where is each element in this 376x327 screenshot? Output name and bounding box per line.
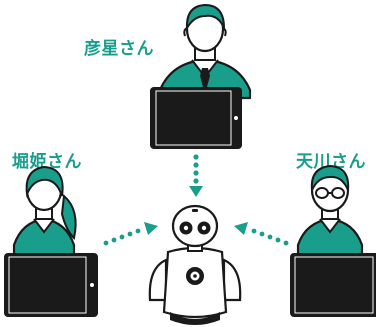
person-left bbox=[4, 165, 98, 317]
label-hikoboshi: 彦星さん bbox=[84, 39, 154, 59]
person-top bbox=[150, 3, 252, 149]
dotted-arrow-icon bbox=[189, 154, 203, 197]
glasses-icon bbox=[315, 187, 345, 199]
telepresence-robot-icon bbox=[148, 204, 242, 325]
woman-with-ponytail-icon bbox=[12, 165, 77, 260]
label-amakawa: 天川さん bbox=[296, 152, 366, 172]
label-horihime: 堀姫さん bbox=[12, 152, 82, 172]
arrow-top bbox=[189, 154, 203, 197]
person-right bbox=[290, 164, 376, 317]
tablet-icon bbox=[4, 253, 98, 317]
tablet-icon bbox=[290, 253, 376, 317]
dotted-arrow-icon bbox=[234, 222, 289, 246]
man-with-tie-icon bbox=[158, 3, 252, 100]
arrow-left bbox=[103, 222, 158, 246]
arrow-right bbox=[234, 222, 289, 246]
man-with-glasses-icon bbox=[296, 164, 364, 260]
dotted-arrow-icon bbox=[103, 222, 158, 246]
tablet-icon bbox=[150, 87, 242, 149]
